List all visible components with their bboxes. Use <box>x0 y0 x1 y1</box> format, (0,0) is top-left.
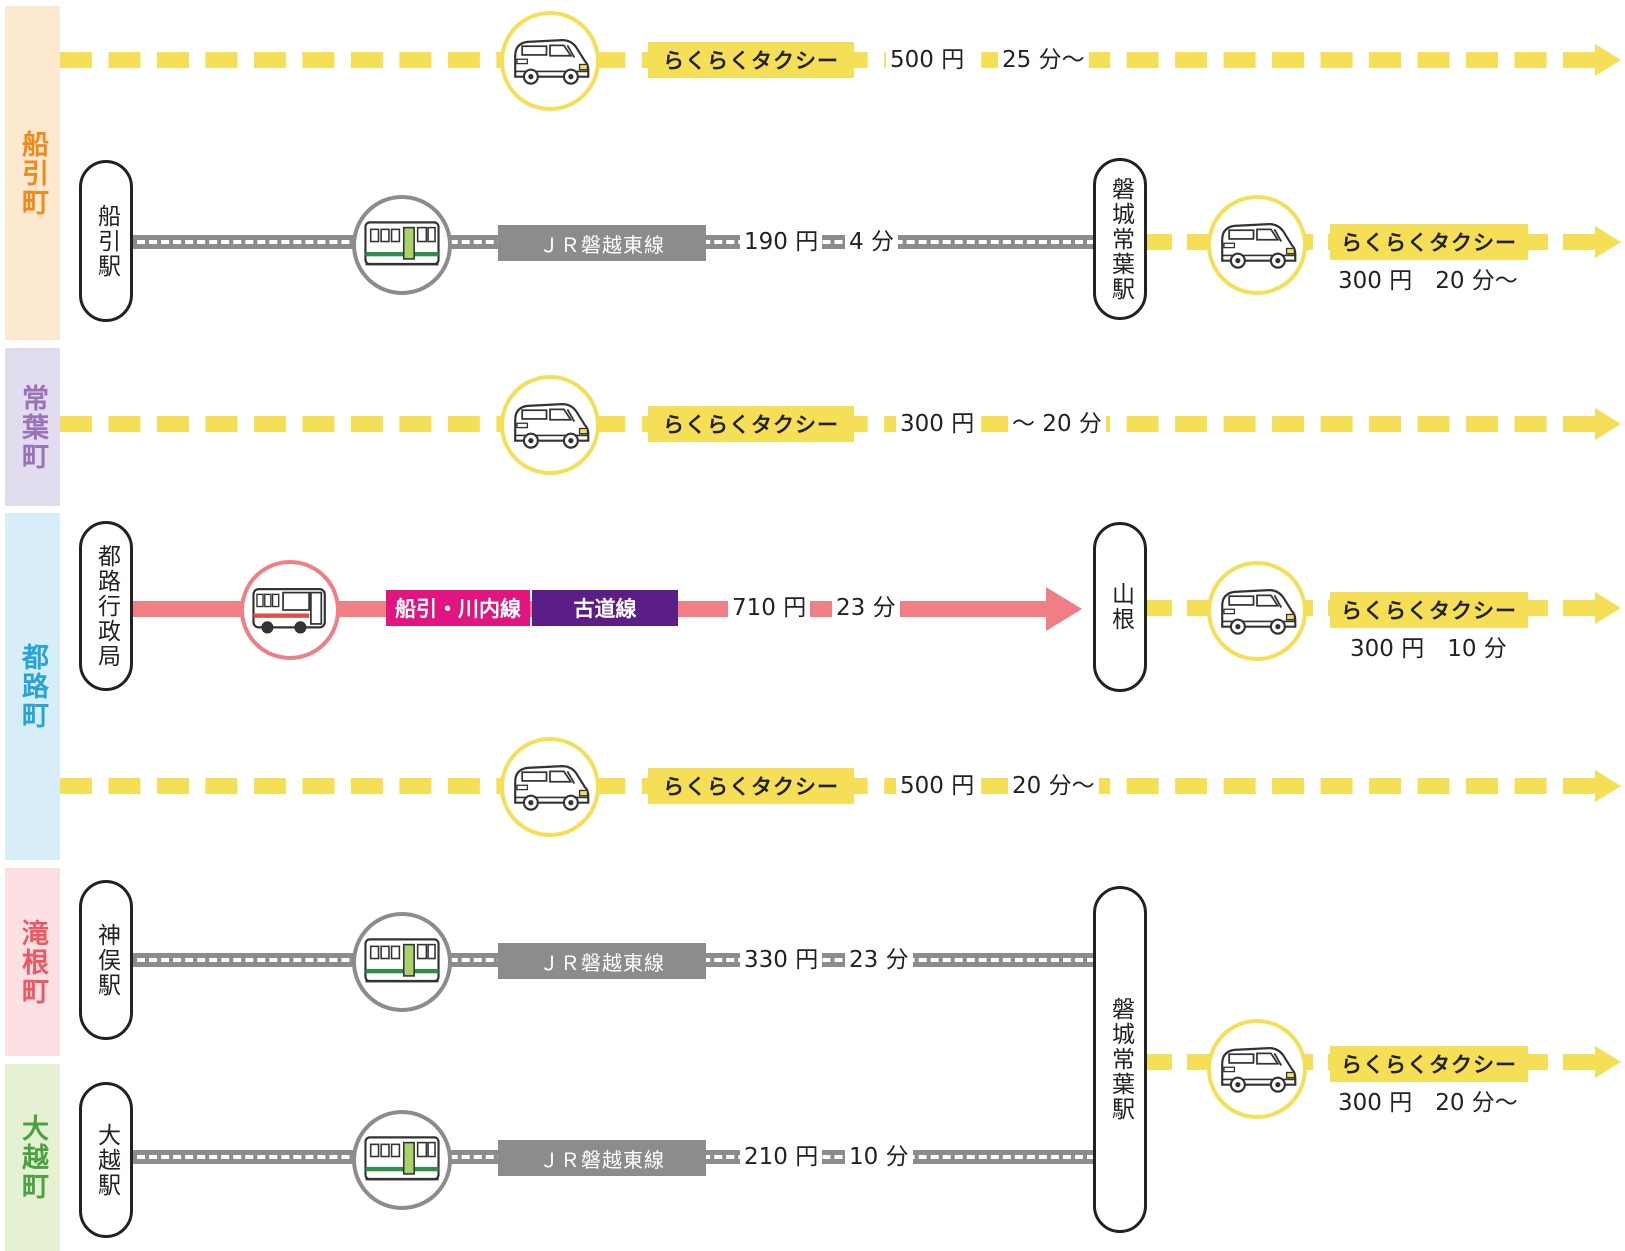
route-name-tag: らくらくタクシー <box>1330 592 1528 628</box>
time-label: 20 分～ <box>1008 773 1099 799</box>
route-name-tag: らくらくタクシー <box>1330 1046 1528 1082</box>
route-name-tag: らくらくタクシー <box>648 42 854 78</box>
fare-label: 300 円 <box>896 411 979 437</box>
zone-takine: 滝根町 <box>5 868 60 1056</box>
zone-funehiki: 船引町 <box>5 6 60 340</box>
zone-label: 滝根町 <box>17 918 48 1006</box>
route-name-tag: ＪＲ磐越東線 <box>498 1140 706 1176</box>
bus-icon <box>240 560 340 660</box>
arrow-head <box>1595 770 1621 802</box>
station-funehiki: 船引駅 <box>79 160 133 322</box>
station-ogoe: 大越駅 <box>79 1082 133 1238</box>
time-label: 10 分 <box>845 1144 913 1170</box>
taxi-icon <box>500 11 600 111</box>
taxi-icon <box>1207 195 1307 295</box>
time-label: 4 分 <box>845 229 898 255</box>
taxi-icon <box>1207 561 1307 661</box>
fare-label: 500 円 <box>886 47 969 73</box>
fare-time-label: 300 円 10 分 <box>1350 636 1507 662</box>
arrow-head <box>1595 44 1621 76</box>
time-label: ～ 20 分 <box>1008 411 1106 437</box>
time-label: 25 分～ <box>998 47 1089 73</box>
taxi-icon <box>500 737 600 837</box>
fare-label: 710 円 <box>728 595 811 621</box>
station-miyakoji: 都路行政局 <box>79 521 133 691</box>
taxi-icon <box>500 375 600 475</box>
train-icon <box>352 195 452 295</box>
train-icon <box>352 1110 452 1210</box>
time-label: 23 分 <box>832 595 900 621</box>
bus-line-tag-funehiki-kawauchi: 船引・川内線 <box>386 590 530 626</box>
fare-label: 190 円 <box>740 229 823 255</box>
route-name-tag: らくらくタクシー <box>1330 224 1528 260</box>
station-yamane: 山根 <box>1093 522 1147 692</box>
fare-time-label: 300 円 20 分～ <box>1338 1090 1518 1116</box>
arrow-head <box>1595 1046 1621 1078</box>
time-label: 23 分 <box>845 947 913 973</box>
arrow-head <box>1595 592 1621 624</box>
route-name-tag: らくらくタクシー <box>648 406 854 442</box>
route-name-tag: ＪＲ磐越東線 <box>498 943 706 979</box>
taxi-icon <box>1207 1019 1307 1119</box>
station-kanmata: 神俣駅 <box>79 880 133 1040</box>
zone-label: 常葉町 <box>17 383 48 471</box>
fare-label: 210 円 <box>740 1144 823 1170</box>
bus-line-tag-furumichi: 古道線 <box>532 590 678 626</box>
fare-time-label: 300 円 20 分～ <box>1338 268 1518 294</box>
zone-label: 都路町 <box>17 643 48 730</box>
zone-ogoe: 大越町 <box>5 1064 60 1251</box>
zone-tokiwa: 常葉町 <box>5 348 60 506</box>
zone-label: 大越町 <box>17 1114 48 1201</box>
arrow-head <box>1595 408 1621 440</box>
fare-label: 330 円 <box>740 947 823 973</box>
route-name-tag: ＪＲ磐越東線 <box>498 225 706 261</box>
arrow-head <box>1046 587 1082 631</box>
fare-label: 500 円 <box>896 773 979 799</box>
route-name-tag: らくらくタクシー <box>648 768 854 804</box>
station-iwaki-tokiwa: 磐城常葉駅 <box>1093 886 1147 1233</box>
station-iwaki-tokiwa: 磐城常葉駅 <box>1093 158 1147 320</box>
zone-miyakoji: 都路町 <box>5 513 60 860</box>
zone-label: 船引町 <box>17 129 48 217</box>
train-icon <box>352 912 452 1012</box>
arrow-head <box>1595 226 1621 258</box>
